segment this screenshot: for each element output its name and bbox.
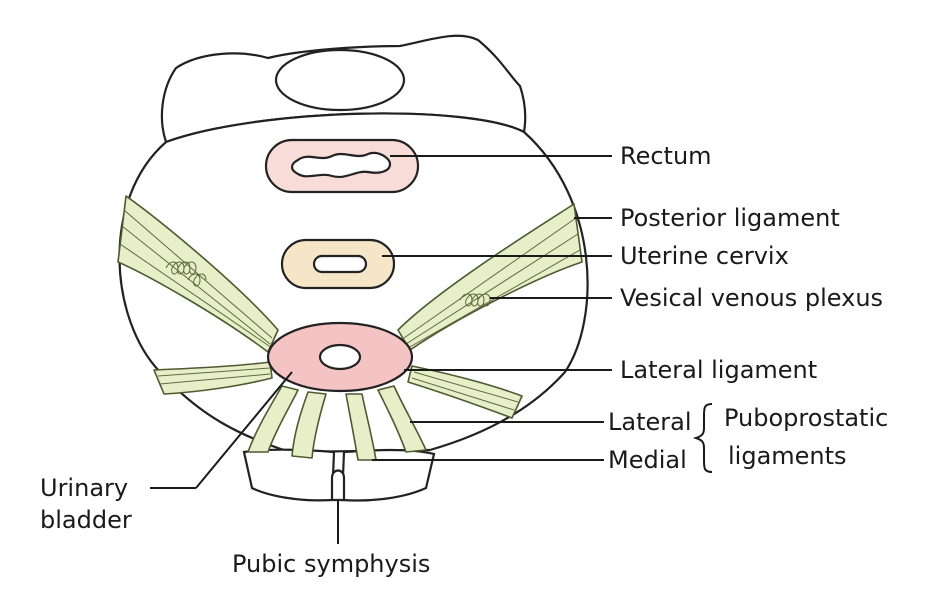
vertebral-body [274,48,406,112]
pubic-symphysis-label: Pubic symphysis [232,550,430,578]
puboprostatic-label-line2: ligaments [728,442,847,470]
puboprostatic-band-2 [291,391,327,459]
lateral-label: Lateral [608,408,692,436]
pubic-bone-left [242,448,336,502]
puboprostatic-label-line1: Puboprostatic [724,404,888,432]
posterior-ligament-label: Posterior ligament [620,204,840,232]
urethral-orifice [318,343,362,371]
puboprostatic-brace [692,403,713,473]
pubic-symphysis-joint [330,469,346,502]
lateral-ligament-label: Lateral ligament [620,356,817,384]
uterine-cervix-label: Uterine cervix [620,242,789,270]
vesical-venous-plexus-left [165,261,207,287]
rectum-lumen [290,151,392,178]
pubic-bone-right [340,448,436,502]
medial-label: Medial [608,446,687,474]
urinary-bladder-leader [195,371,293,489]
cervix-os [312,254,368,274]
puboprostatic-band-4 [377,385,427,453]
urinary-bladder-label-line1: Urinary [40,474,128,502]
vesical-venous-plexus-label: Vesical venous plexus [620,284,883,312]
vesical-venous-plexus-right [459,293,491,307]
lateral-ligament-left-fibers [157,367,271,385]
rectum-label: Rectum [620,142,712,170]
lateral-ligament-right-fibers [411,371,519,411]
posterior-ligament-left-fibers [119,209,273,349]
puboprostatic-band-1 [247,385,299,453]
urinary-bladder-label-line2: bladder [40,506,132,534]
